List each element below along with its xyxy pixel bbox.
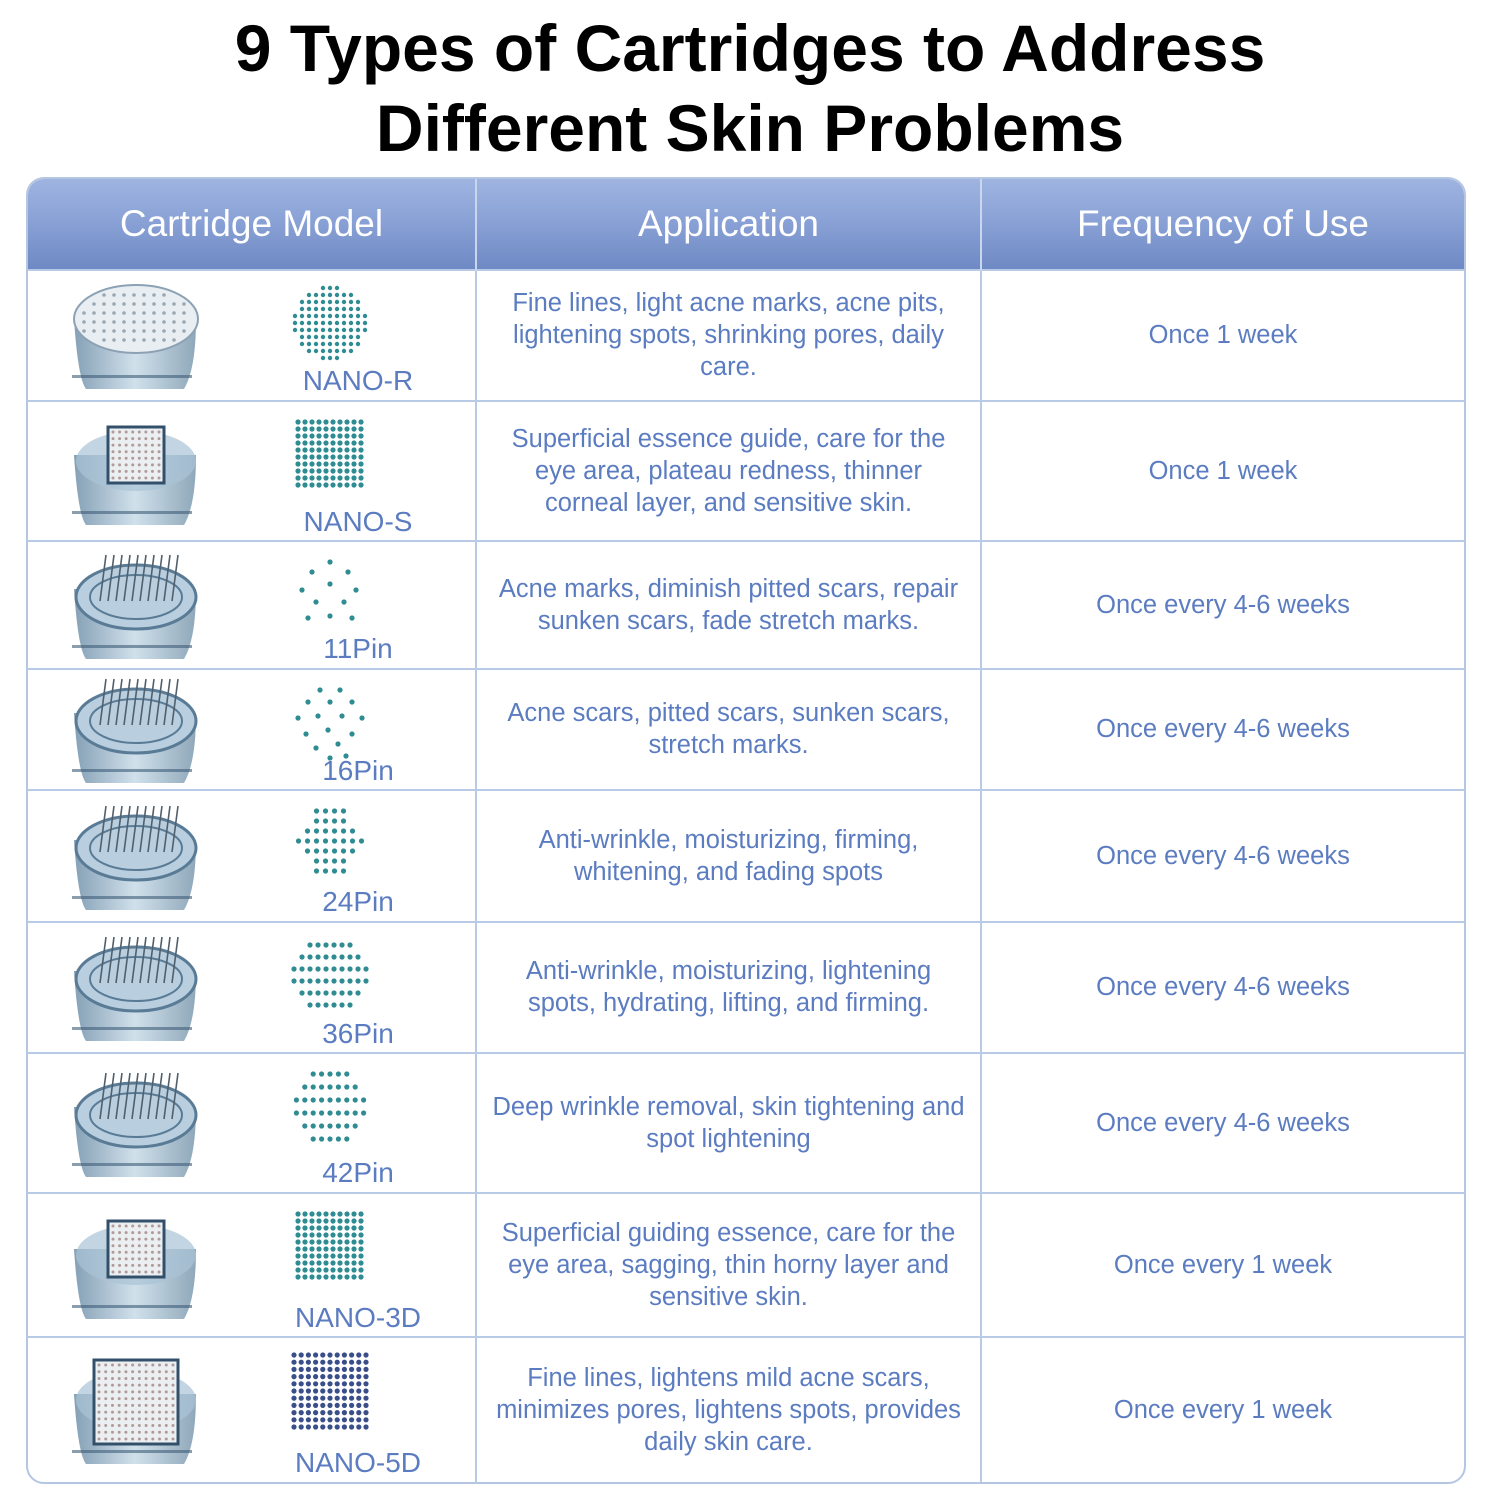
needle-pattern-icon (290, 1206, 370, 1286)
application-cell: Anti-wrinkle, moisturizing, lightening s… (476, 920, 982, 1054)
application-cell: Superficial essence guide, care for the … (476, 399, 982, 542)
header-cartridge-model: Cartridge Model (28, 179, 477, 270)
cartridge-model-name: 16Pin (322, 754, 394, 786)
application-cell: Anti-wrinkle, moisturizing, firming, whi… (476, 789, 982, 922)
frequency-cell: Once every 4-6 weeks (981, 667, 1464, 791)
application-cell: Fine lines, light acne marks, acne pits,… (476, 269, 982, 401)
header-frequency: Frequency of Use (981, 179, 1464, 270)
application-cell: Superficial guiding essence, care for th… (476, 1191, 982, 1338)
frequency-text: Once every 4-6 weeks (1096, 715, 1350, 744)
needle-cartridge-icon (56, 549, 206, 661)
frequency-text: Once every 4-6 weeks (1096, 841, 1350, 870)
cartridge-model-cell: NANO-5D (28, 1336, 477, 1482)
needle-cartridge-icon (56, 1067, 206, 1179)
round-nano-cartridge-icon (56, 279, 206, 391)
cartridge-model-cell: 42Pin (28, 1052, 477, 1193)
cartridge-model-cell: 24Pin (28, 789, 477, 922)
frequency-text: Once 1 week (1148, 321, 1298, 350)
needle-pattern-icon (290, 1351, 370, 1431)
table-row: NANO-5D Fine lines, lightens mild acne sc… (28, 1336, 1464, 1482)
needle-pattern-icon (290, 554, 370, 634)
application-text: Acne marks, diminish pitted scars, repai… (498, 574, 959, 635)
square-nano-cartridge-icon (56, 415, 206, 527)
cartridge-model-name: NANO-S (303, 505, 413, 537)
header-application: Application (476, 179, 982, 270)
table-row: 24Pin Anti-wrinkle, moisturizing, firming… (28, 789, 1464, 922)
table-row: 42Pin Deep wrinkle removal, skin tighteni… (28, 1052, 1464, 1193)
application-cell: Acne scars, pitted scars, sunken scars, … (476, 667, 982, 791)
needle-pattern-icon (290, 414, 370, 494)
frequency-cell: Once every 1 week (981, 1336, 1464, 1482)
application-cell: Deep wrinkle removal, skin tightening an… (476, 1052, 982, 1193)
cartridge-model-name: NANO-R (302, 365, 414, 397)
cartridge-model-cell: NANO-R (28, 269, 477, 401)
title-line-1: 9 Types of Cartridges to Address (234, 11, 1266, 85)
frequency-text: Once 1 week (1148, 456, 1298, 485)
frequency-cell: Once 1 week (981, 269, 1464, 401)
frequency-cell: Once every 4-6 weeks (981, 789, 1464, 922)
application-text: Anti-wrinkle, moisturizing, firming, whi… (538, 825, 919, 886)
cartridge-model-name: 36Pin (322, 1017, 394, 1049)
application-text: Fine lines, lightens mild acne scars, mi… (496, 1364, 961, 1457)
frequency-cell: Once every 4-6 weeks (981, 920, 1464, 1054)
table-row: 16Pin Acne scars, pitted scars, sunken sc… (28, 667, 1464, 791)
application-text: Anti-wrinkle, moisturizing, lightening s… (525, 957, 932, 1018)
cartridge-model-name: 42Pin (322, 1157, 394, 1189)
needle-pattern-icon (290, 935, 370, 1015)
table-header-row: Cartridge Model Application Frequency of… (28, 179, 1464, 270)
needle-pattern-icon (290, 283, 370, 363)
table-row: NANO-3D Superficial guiding essence, care… (28, 1191, 1464, 1338)
square-nano-cartridge-icon (56, 1209, 206, 1321)
frequency-cell: Once 1 week (981, 399, 1464, 542)
frequency-cell: Once every 4-6 weeks (981, 1052, 1464, 1193)
cartridge-model-name: NANO-3D (294, 1302, 421, 1334)
table-row: NANO-R Fine lines, light acne marks, acne… (28, 269, 1464, 401)
cartridge-model-cell: 16Pin (28, 667, 477, 791)
table-row: 36Pin Anti-wrinkle, moisturizing, lighten… (28, 920, 1464, 1054)
frequency-text: Once every 4-6 weeks (1096, 590, 1350, 619)
cartridge-model-cell: 36Pin (28, 920, 477, 1054)
application-text: Fine lines, light acne marks, acne pits,… (512, 289, 945, 382)
frequency-text: Once every 4-6 weeks (1096, 973, 1350, 1002)
application-text: Deep wrinkle removal, skin tightening an… (492, 1092, 965, 1153)
frequency-text: Once every 1 week (1113, 1251, 1333, 1280)
application-cell: Acne marks, diminish pitted scars, repai… (476, 540, 982, 669)
cartridge-model-name: 11Pin (323, 633, 393, 665)
title-line-2: Different Skin Problems (375, 91, 1125, 165)
frequency-cell: Once every 4-6 weeks (981, 540, 1464, 669)
cartridge-model-cell: NANO-3D (28, 1191, 477, 1338)
cartridge-model-cell: 11Pin (28, 540, 477, 669)
application-text: Superficial essence guide, care for the … (511, 424, 946, 517)
needle-cartridge-icon (56, 673, 206, 785)
table-row: 11Pin Acne marks, diminish pitted scars, … (28, 540, 1464, 669)
needle-cartridge-icon (56, 800, 206, 912)
application-cell: Fine lines, lightens mild acne scars, mi… (476, 1336, 982, 1482)
cartridge-table: Cartridge Model Application Frequency of… (26, 177, 1466, 1484)
cartridge-model-name: 24Pin (322, 886, 394, 918)
frequency-text: Once every 1 week (1113, 1396, 1333, 1425)
needle-pattern-icon (290, 1066, 370, 1146)
frequency-cell: Once every 1 week (981, 1191, 1464, 1338)
application-text: Acne scars, pitted scars, sunken scars, … (507, 699, 950, 760)
cartridge-model-name: NANO-5D (294, 1447, 421, 1479)
cartridge-model-cell: NANO-S (28, 399, 477, 542)
needle-cartridge-icon (56, 931, 206, 1043)
frequency-text: Once every 4-6 weeks (1096, 1108, 1350, 1137)
page-title: 9 Types of Cartridges to Address Differe… (0, 8, 1500, 168)
square-nano-cartridge-icon (56, 1354, 206, 1466)
application-text: Superficial guiding essence, care for th… (501, 1219, 956, 1312)
needle-pattern-icon (290, 803, 370, 883)
needle-pattern-icon (290, 682, 370, 762)
table-row: NANO-S Superficial essence guide, care fo… (28, 399, 1464, 542)
